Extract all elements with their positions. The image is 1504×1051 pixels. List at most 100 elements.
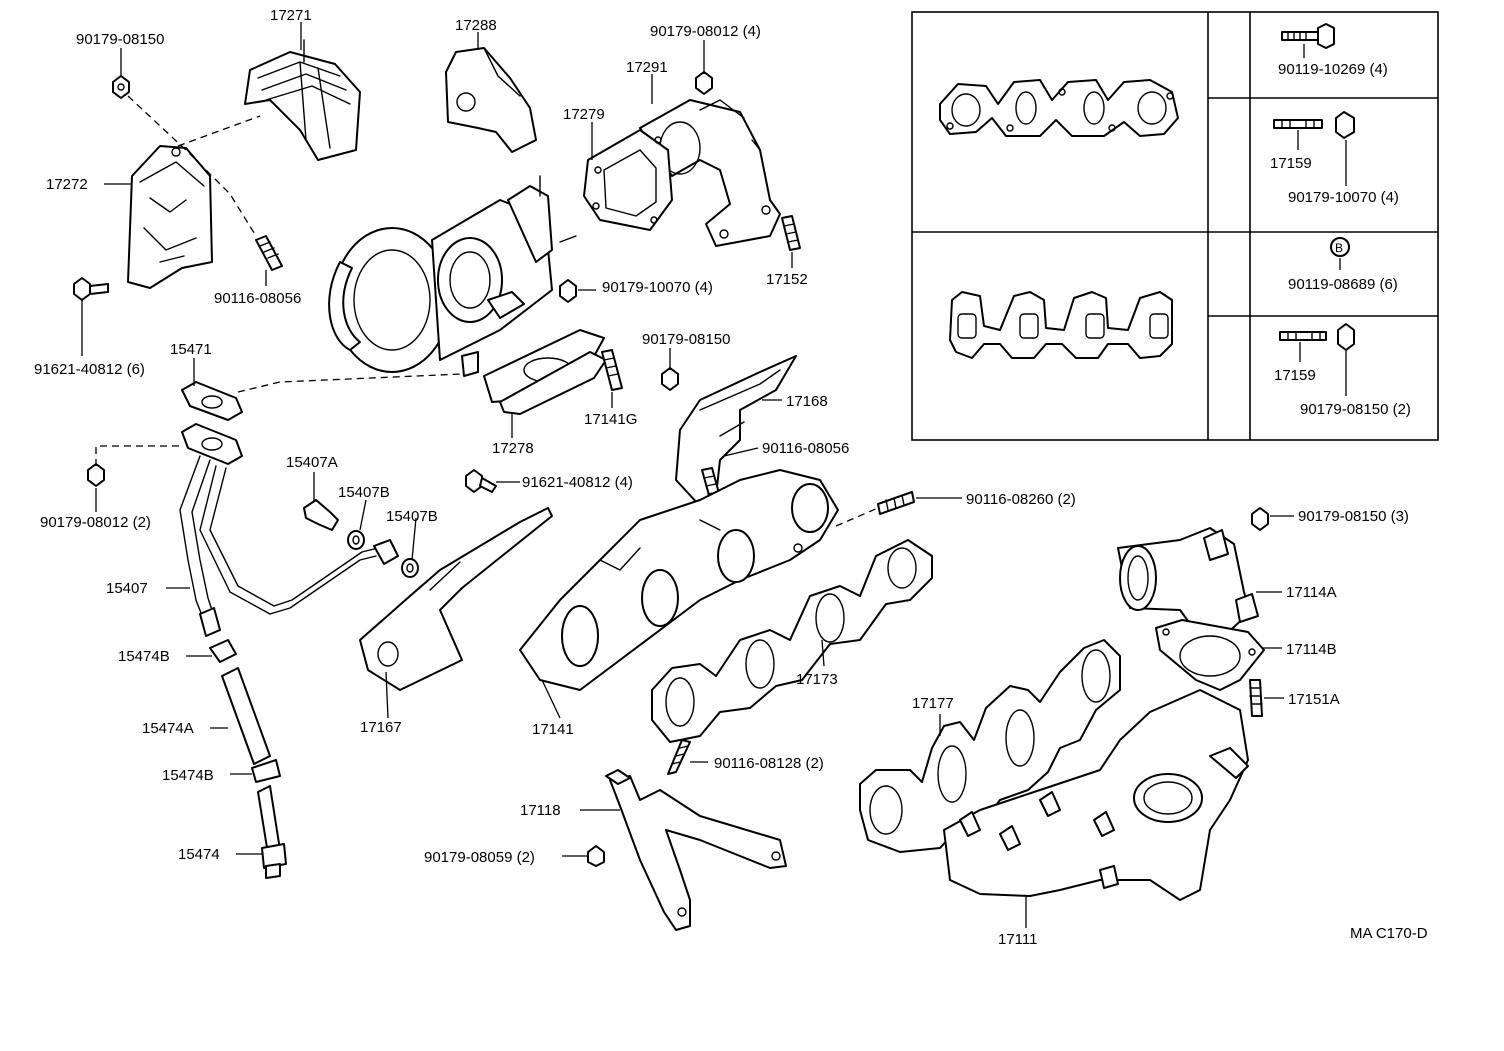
label-90179-10070-4: 90179-10070 (4): [602, 279, 713, 296]
parts-table: [911, 11, 1439, 441]
assembly-dashed-lines: [95, 95, 879, 527]
label-90179-08150-3: 90179-08150 (3): [1298, 508, 1409, 525]
nut-90179-08150-a: [112, 75, 130, 99]
label-15474B-a: 15474B: [118, 648, 170, 665]
table-label-17159-a: 17159: [1270, 155, 1312, 172]
union-bolt-15407A: [303, 499, 339, 531]
clamp-15474B-a: [209, 639, 237, 663]
table-b-mark: [1330, 237, 1350, 257]
label-17168: 17168: [786, 393, 828, 410]
nut-90179-08059: [587, 845, 605, 867]
table-stud-17159-b: [1279, 331, 1327, 341]
washer-15407B-a: [347, 530, 365, 550]
leader-lines: [81, 22, 1347, 928]
table-bolt-90119-10269: [1281, 23, 1335, 49]
label-17278: 17278: [492, 440, 534, 457]
label-17114B: 17114B: [1286, 641, 1337, 658]
gasket-15471: [181, 381, 243, 421]
table-gasket-type-2: [949, 291, 1173, 359]
nut-90179-08012-4: [695, 71, 713, 95]
label-17288: 17288: [455, 17, 497, 34]
label-91621-40812-4: 91621-40812 (4): [522, 474, 633, 491]
stud-17152: [781, 215, 801, 251]
table-label-17159-b: 17159: [1274, 367, 1316, 384]
gasket-17279: [583, 129, 673, 231]
table-nut-90179-10070: [1335, 111, 1355, 139]
label-17151A: 17151A: [1288, 691, 1340, 708]
callout-labels: 17271 17288 90179-08012 (4) 17291 17279 …: [34, 7, 1428, 948]
turbocharger: [328, 175, 577, 377]
label-91621-40812-6: 91621-40812 (6): [34, 361, 145, 378]
clamp-15474B-b: [251, 759, 281, 783]
table-label-90119-10269: 90119-10269 (4): [1278, 61, 1388, 78]
label-15474B-b: 15474B: [162, 767, 214, 784]
label-90179-08012-4: 90179-08012 (4): [650, 23, 761, 40]
nut-90179-10070-4: [559, 279, 577, 303]
label-15474: 15474: [178, 846, 220, 863]
label-15407: 15407: [106, 580, 148, 597]
gasket-17173: [651, 539, 933, 743]
label-17141: 17141: [532, 721, 574, 738]
washer-15407B-b: [401, 558, 419, 578]
exhaust-manifold-17141: [519, 469, 839, 691]
table-label-90119-08689: 90119-08689 (6): [1288, 276, 1398, 293]
table-b-mark-letter: B: [1335, 241, 1343, 255]
pipe-15474: [257, 785, 287, 879]
water-outlet-17114A: [1117, 527, 1259, 641]
hose-15474A: [221, 667, 271, 765]
heat-shield-17271: [244, 39, 361, 161]
label-15407A: 15407A: [286, 454, 338, 471]
label-17291: 17291: [626, 59, 668, 76]
stud-90116-08056-a: [255, 235, 283, 271]
gasket-17278: [483, 329, 607, 415]
label-15407B-a: 15407B: [338, 484, 390, 501]
exhaust-elbow-17291: [639, 99, 781, 247]
label-90179-08059-2: 90179-08059 (2): [424, 849, 535, 866]
label-17167: 17167: [360, 719, 402, 736]
stud-90116-08260: [877, 491, 915, 515]
label-17173: 17173: [796, 671, 838, 688]
bolt-91621-40812-4: [465, 469, 497, 493]
heat-shield-17272: [127, 145, 213, 289]
gasket-17114B: [1155, 619, 1265, 691]
nut-90179-08012-2: [87, 463, 105, 487]
label-90116-08260-2: 90116-08260 (2): [966, 491, 1076, 508]
label-17152: 17152: [766, 271, 808, 288]
intake-manifold-17111: [943, 689, 1249, 901]
table-label-90179-08150: 90179-08150 (2): [1300, 401, 1411, 418]
label-90116-08056-b: 90116-08056: [762, 440, 849, 457]
table-nut-90179-08150: [1337, 323, 1355, 351]
label-90179-08150-a: 90179-08150: [76, 31, 164, 48]
table-stud-17159-a: [1273, 119, 1323, 129]
label-17177: 17177: [912, 695, 954, 712]
table-gasket-type-1: [939, 79, 1179, 137]
label-17114A: 17114A: [1286, 584, 1337, 601]
reference-code: MA C170-D: [1350, 925, 1428, 942]
label-15474A: 15474A: [142, 720, 194, 737]
parts-table-labels: 90119-10269 (4) 17159 90179-10070 (4) B …: [1270, 61, 1411, 418]
bracket-17167: [359, 507, 553, 691]
nut-90179-08150-3: [1251, 507, 1269, 531]
oil-pipe-15407: [179, 423, 399, 637]
bracket-17118: [605, 769, 787, 931]
label-17279: 17279: [563, 106, 605, 123]
label-17111: 17111: [998, 931, 1038, 948]
stud-90116-08128: [667, 739, 691, 775]
label-90179-08150-b: 90179-08150: [642, 331, 730, 348]
label-15407B-b: 15407B: [386, 508, 438, 525]
nut-90179-08150-b: [661, 367, 679, 391]
label-17141G: 17141G: [584, 411, 637, 428]
label-17272: 17272: [46, 176, 88, 193]
label-17271: 17271: [270, 7, 312, 24]
label-15471: 15471: [170, 341, 212, 358]
cover-17288: [445, 47, 537, 153]
stud-17151A: [1249, 679, 1263, 717]
label-90116-08128-2: 90116-08128 (2): [714, 755, 824, 772]
label-17118: 17118: [520, 802, 561, 819]
label-90116-08056-a: 90116-08056: [214, 290, 301, 307]
bolt-91621-40812-6: [73, 277, 109, 301]
table-label-90179-10070: 90179-10070 (4): [1288, 189, 1399, 206]
label-90179-08012-2: 90179-08012 (2): [40, 514, 151, 531]
